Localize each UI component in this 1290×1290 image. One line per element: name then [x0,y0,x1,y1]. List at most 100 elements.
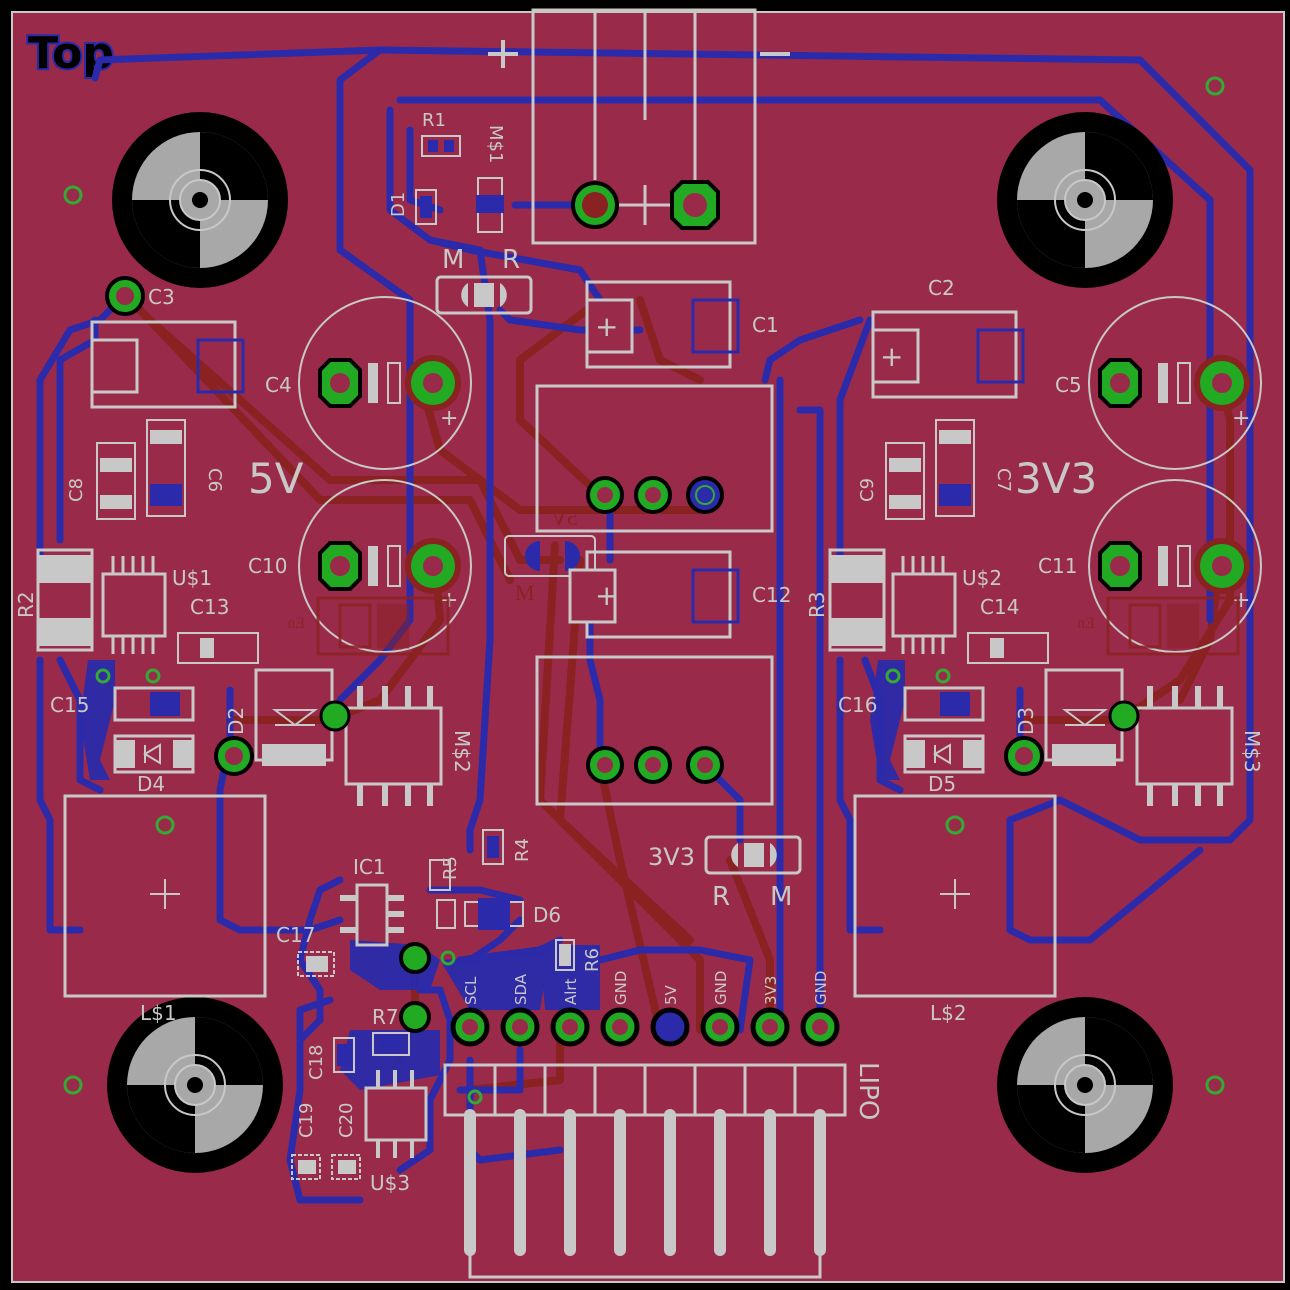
switch-pads [571,180,720,230]
pin-label-5v: 5V [662,984,680,1005]
power-switch-footprint [488,8,790,245]
c13-footprint: C13 [177,595,259,664]
pin-label-scl: SCL [462,976,480,1005]
r5-label: R5 [440,856,461,880]
c18-label: C18 [306,1045,327,1080]
d3-label: D3 [1014,707,1038,735]
u2-footprint: U$2 [891,556,1002,654]
bottom-cap-outline-right: En [1077,596,1240,656]
c9-footprint: C9 [857,442,925,520]
via [885,668,901,684]
jumper-m-top-label: M [442,245,464,275]
pin-label-gnd-2: GND [712,971,730,1005]
via [63,1075,83,1095]
jumper-r-bottom-label: R [712,882,730,912]
c14-footprint: C14 [967,595,1049,664]
c1-footprint: + C1 [585,280,779,369]
solder-jumper-3v3: 3V3 R M [648,835,802,912]
d2-label: D2 [224,707,248,735]
d6-label: D6 [533,903,561,927]
connector-name: LIPO [853,1062,883,1120]
m1-label: M$1 [485,125,506,163]
en-mirrored-left: En [287,615,305,632]
c10-footprint: C10 + [248,479,472,653]
l1-label: L$1 [140,1001,177,1025]
via [440,950,456,966]
solder-jumper-top: M R [435,245,533,315]
d5-label: D5 [928,772,956,796]
u3-label: U$3 [370,1171,410,1195]
d5-footprint: D5 [903,734,985,796]
c6-footprint: C6 [146,419,225,517]
mounting-hole-top-left [112,112,288,288]
r4-label: R4 [512,838,533,862]
r3-footprint: R3 [805,548,886,652]
solder-jumper-middle: 5V M [504,505,596,605]
d6-footprint: D6 [436,898,561,930]
c7-label: C7 [993,468,1014,492]
c8-label: C8 [66,478,87,502]
c20-label: C20 [336,1103,357,1138]
d2-footprint: D2 [214,668,334,776]
via [95,668,111,684]
connector-pin-labels: SCL SDA Alrt GND 5V GND 3V3 GND [462,971,830,1005]
c15-footprint: C15 [50,686,195,722]
c1-label: C1 [752,313,779,337]
c12-footprint: + C12 [568,550,791,639]
via [1205,1075,1225,1095]
c13-label: C13 [190,595,229,619]
c19-footprint: C19 [291,1103,321,1180]
u3-footprint: U$3 [364,1070,428,1195]
mounting-hole-bottom-right [997,997,1173,1173]
c4-label: C4 [265,373,292,397]
c11-footprint: C11 + [1038,479,1262,653]
c4-plus: + [440,406,458,431]
c20-footprint: C20 [331,1103,361,1180]
c12-label: C12 [752,583,791,607]
u1-label: U$1 [172,566,212,590]
bottom-cap-outline-left: En [287,596,450,656]
c6-label: C6 [204,468,225,492]
u1-footprint: U$1 [101,556,212,654]
jumper-5v-mirror-label: 5V [551,505,578,530]
ic1-footprint: IC1 [340,855,404,947]
connector-pads [450,1007,840,1047]
r4-footprint: R4 [482,829,533,865]
l2-footprint: L$2 [853,794,1057,1025]
jumper-r-top-label: R [502,245,520,275]
r5-footprint: R5 [429,856,461,891]
m3-footprint: M$3 [1108,686,1264,806]
via [145,668,161,684]
r6-footprint: R6 [555,939,603,972]
c16-footprint: C16 [838,686,985,722]
rail-label-5v: 5V [248,454,304,503]
r1-label: R1 [422,110,446,131]
c1-plus: + [595,310,618,343]
connector-pins [464,1109,826,1256]
c4-footprint: C4 + [265,296,472,470]
c11-plus: + [1232,588,1250,613]
d1-label: D1 [388,192,409,217]
c3-footprint: C3 [90,276,245,409]
via [155,815,175,835]
via [467,1089,483,1105]
layer-label: Top [28,28,114,79]
top-copper-traces [36,46,1254,1204]
r6-label: R6 [582,948,603,972]
c17-footprint: C17 [276,923,335,977]
d3-footprint: D3 [1004,668,1124,776]
pin-label-sda: SDA [512,973,530,1005]
r1-footprint: R1 [421,110,461,157]
c5-label: C5 [1055,373,1082,397]
m3-label: M$3 [1240,730,1264,773]
r7-footprint: R7 [372,942,431,1056]
c5-plus: + [1232,406,1250,431]
jumper-m-bottom-label: M [770,882,792,912]
vias [63,76,1225,1105]
m2-footprint: M$2 [319,686,474,806]
mounting-hole-bottom-left [107,997,283,1173]
c5-footprint: C5 + [1055,296,1262,470]
c19-label: C19 [296,1103,317,1138]
c12-plus: + [595,579,618,612]
